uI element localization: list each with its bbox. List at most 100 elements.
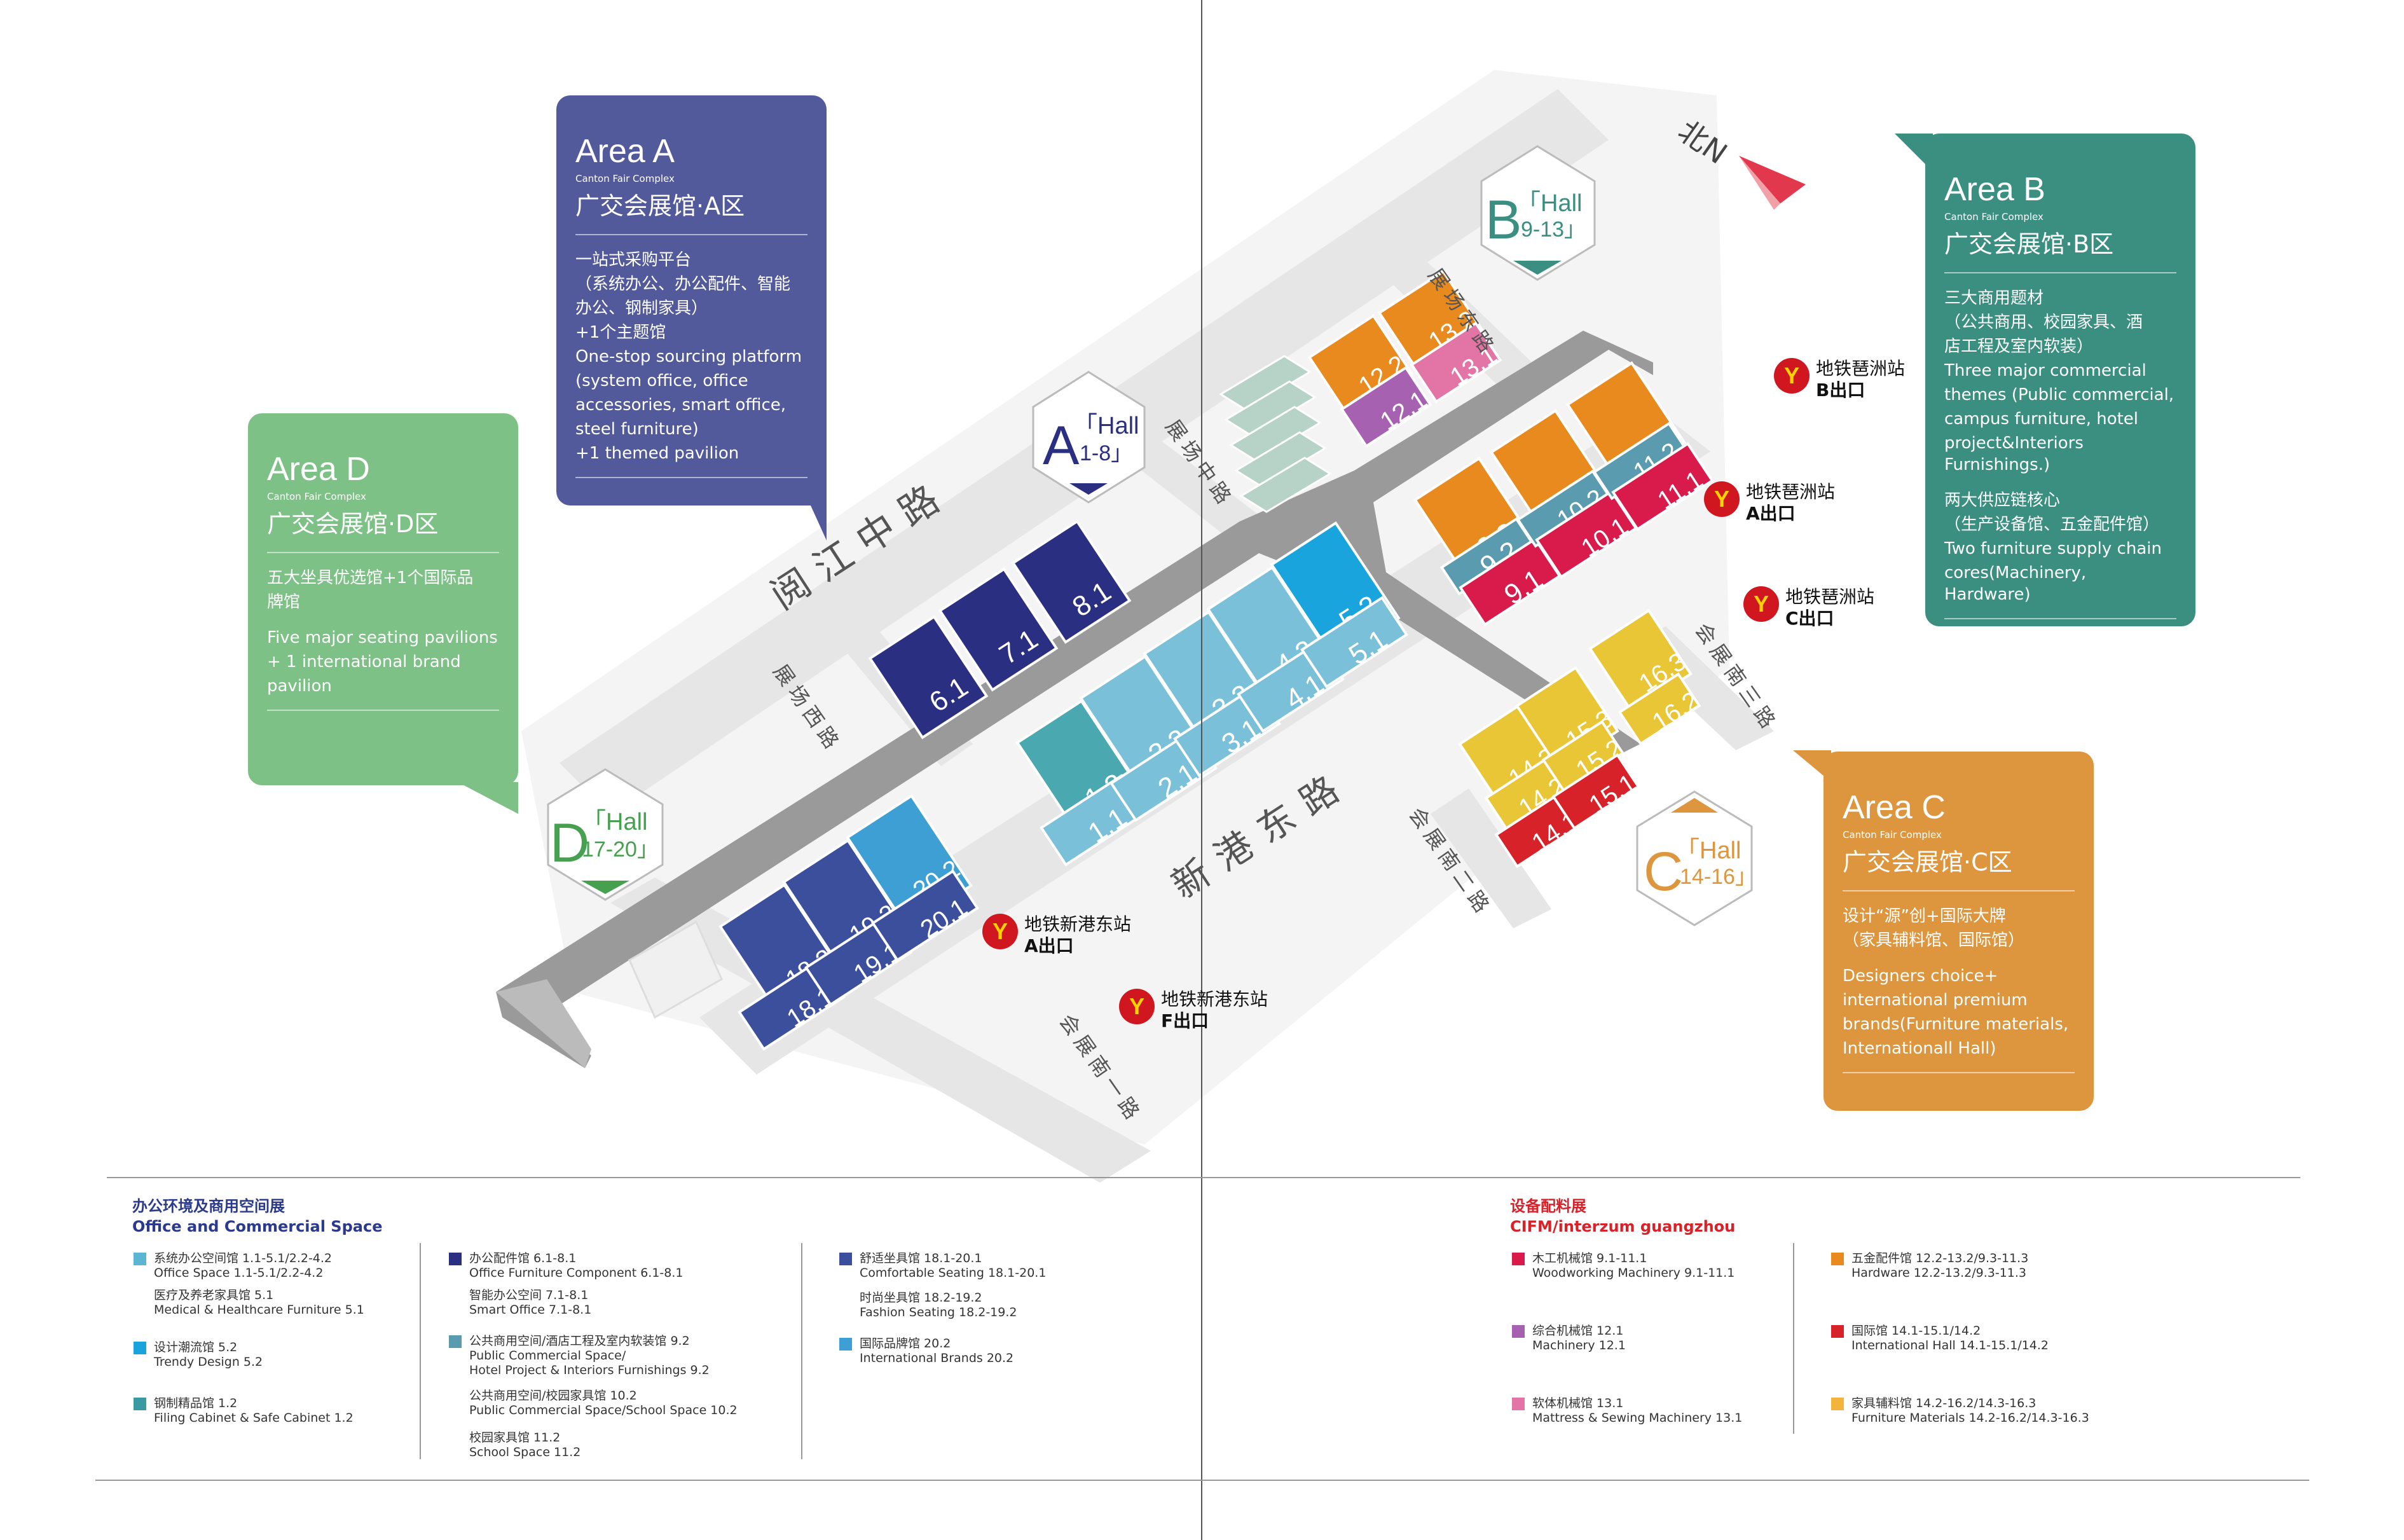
hall-badge-d[interactable]: D 「Hall 17-20」 [547, 768, 664, 901]
metro-icon: Y [1743, 586, 1779, 622]
area-c-line: （家具辅料馆、国际馆） [1843, 931, 2025, 950]
area-d-line: pavilion [267, 677, 332, 696]
area-a-line: steel furniture) [575, 420, 699, 439]
hall-8-1[interactable] [1011, 519, 1132, 644]
legend-right-title-en: CIFM/interzum guangzhou [1510, 1218, 1736, 1235]
metro-exit: A出口 [1024, 935, 1074, 956]
metro-exit: B出口 [1816, 380, 1865, 401]
area-a-line: (system office, office [575, 371, 748, 390]
divider [267, 552, 499, 553]
metro-station-name: 地铁新港东站 [1024, 914, 1132, 935]
area-a-line: accessories, smart office, [575, 395, 786, 415]
area-b-line: Two furniture supply chain [1944, 539, 2162, 558]
hall-6-1[interactable] [868, 615, 989, 739]
area-c-cn-title: 广交会展馆·C区 [1843, 848, 2012, 876]
hall-12-2[interactable] [1307, 313, 1414, 418]
plaza-block [628, 920, 723, 1019]
area-a-title: Area A [575, 133, 675, 170]
side-block [1239, 457, 1332, 513]
area-a-line: +1 themed pavilion [575, 444, 739, 463]
svg-text:9-13」: 9-13」 [1521, 217, 1586, 242]
hall-badge-c[interactable]: C 「Hall 14-16」 [1636, 790, 1757, 926]
metro-icon: Y [1774, 358, 1810, 394]
area-c-line: Internationall Hall) [1843, 1039, 1996, 1058]
svg-text:A: A [1043, 415, 1080, 476]
hall-16-2[interactable] [1618, 672, 1701, 746]
side-block [1234, 431, 1327, 488]
metro-exit: F出口 [1161, 1010, 1209, 1031]
hall-badge-a[interactable]: A 「Hall 1-8」 [1032, 371, 1146, 504]
area-b-line: 三大商用题材 [1944, 289, 2044, 308]
metro-exit: C出口 [1785, 608, 1834, 629]
area-c-title: Area C [1843, 789, 1946, 826]
divider [575, 477, 807, 478]
metro-station-name: 地铁琶洲站 [1746, 481, 1836, 502]
metro-exit: A出口 [1746, 503, 1796, 524]
hall-12-1[interactable] [1340, 366, 1432, 448]
area-b-line: cores(Machinery, Hardware) [1944, 563, 2087, 604]
area-a-line: One-stop sourcing platform [575, 347, 802, 366]
svg-text:「Hall: 「Hall [582, 809, 647, 835]
metro-icon: Y [982, 914, 1018, 949]
area-c-subtitle: Canton Fair Complex [1843, 829, 1942, 841]
svg-text:「Hall: 「Hall [1073, 413, 1139, 439]
hall-13-1[interactable] [1410, 321, 1502, 404]
side-block [1224, 380, 1317, 437]
legend-right-title-cn: 设备配料展 [1510, 1197, 1586, 1215]
hall-5-1[interactable] [1300, 596, 1408, 689]
hall-15-1[interactable] [1551, 753, 1640, 830]
divider [1843, 1072, 2075, 1073]
hall-15-2[interactable] [1541, 720, 1625, 794]
north-arrow-icon [1739, 156, 1806, 210]
area-d-cn-title: 广交会展馆·D区 [267, 510, 439, 538]
divider [1843, 890, 2075, 891]
side-block [1219, 355, 1312, 411]
area-b-line: Three major commercial [1944, 361, 2146, 380]
area-a-line: +1个主题馆 [575, 323, 666, 342]
hall-7-1[interactable] [938, 567, 1059, 692]
area-d-line: 五大坐具优选馆+1个国际品 [267, 568, 474, 588]
hall-20-1[interactable] [871, 869, 979, 962]
hall-13-2[interactable] [1377, 269, 1484, 373]
area-c-line: Designers choice+ [1843, 966, 1998, 986]
area-a-line: （系统办公、办公配件、智能 [575, 275, 791, 294]
area-c-line: international premium [1843, 991, 2028, 1010]
divider [575, 234, 807, 235]
side-block [1229, 406, 1322, 462]
area-b-subtitle: Canton Fair Complex [1944, 211, 2043, 223]
hall-11-1[interactable] [1611, 442, 1714, 531]
area-a-card: Area A Canton Fair Complex 广交会展馆·A区 一站式采… [556, 95, 827, 505]
svg-text:「Hall: 「Hall [1675, 837, 1741, 864]
area-d-subtitle: Canton Fair Complex [267, 491, 366, 502]
area-b-card: Area B Canton Fair Complex 广交会展馆·B区 三大商用… [1925, 134, 2195, 626]
area-b-cn-title: 广交会展馆·B区 [1944, 230, 2114, 258]
area-c-line: brands(Furniture materials, [1843, 1015, 2069, 1034]
svg-text:C: C [1644, 841, 1683, 902]
area-b-line: campus furniture, hotel [1944, 409, 2139, 429]
main-spine [496, 331, 1653, 1068]
svg-text:1-8」: 1-8」 [1080, 441, 1132, 465]
hall-blocks: 6.17.18.11.21.12.22.13.23.14.24.15.25.11… [628, 269, 1714, 1051]
hall-badge-b[interactable]: B 「Hall 9-13」 [1480, 145, 1596, 281]
